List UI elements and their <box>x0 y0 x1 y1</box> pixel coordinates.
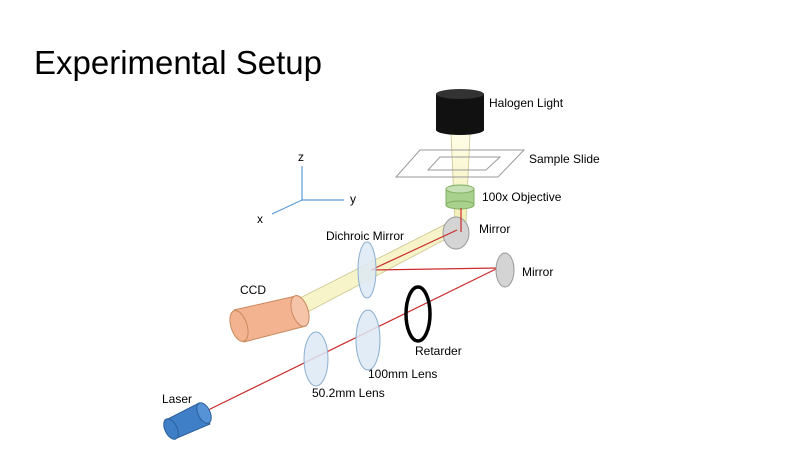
label-retarder: Retarder <box>415 344 462 358</box>
retarder <box>404 285 432 343</box>
slide-title: Experimental Setup <box>34 44 322 81</box>
sample-slide <box>394 149 526 178</box>
label-sample-slide: Sample Slide <box>529 152 600 166</box>
y-axis-label: y <box>350 192 356 206</box>
label-laser: Laser <box>162 392 192 406</box>
label-lens-50mm: 50.2mm Lens <box>312 386 385 400</box>
z-axis-label: z <box>298 150 304 164</box>
ccd-camera <box>229 295 310 343</box>
x-axis-label: x <box>257 212 263 226</box>
lens-100mm <box>355 309 381 371</box>
right-mirror <box>495 252 515 288</box>
label-right-mirror: Mirror <box>522 265 553 279</box>
label-lens-100mm: 100mm Lens <box>368 367 437 381</box>
label-ccd: CCD <box>240 283 266 297</box>
laser-source <box>163 402 212 440</box>
label-upper-mirror: Mirror <box>479 222 510 236</box>
x-axis <box>271 199 303 215</box>
upper-mirror <box>442 216 470 250</box>
objective-lens <box>445 184 475 210</box>
halogen-light <box>436 89 484 135</box>
coordinate-axes: z y x <box>257 150 356 226</box>
lens-50mm <box>303 331 329 387</box>
laser-beam <box>197 208 499 416</box>
label-dichroic-mirror: Dichroic Mirror <box>326 229 404 243</box>
dichroic-mirror <box>357 241 377 299</box>
label-halogen-light: Halogen Light <box>489 96 564 110</box>
label-objective: 100x Objective <box>482 190 562 204</box>
